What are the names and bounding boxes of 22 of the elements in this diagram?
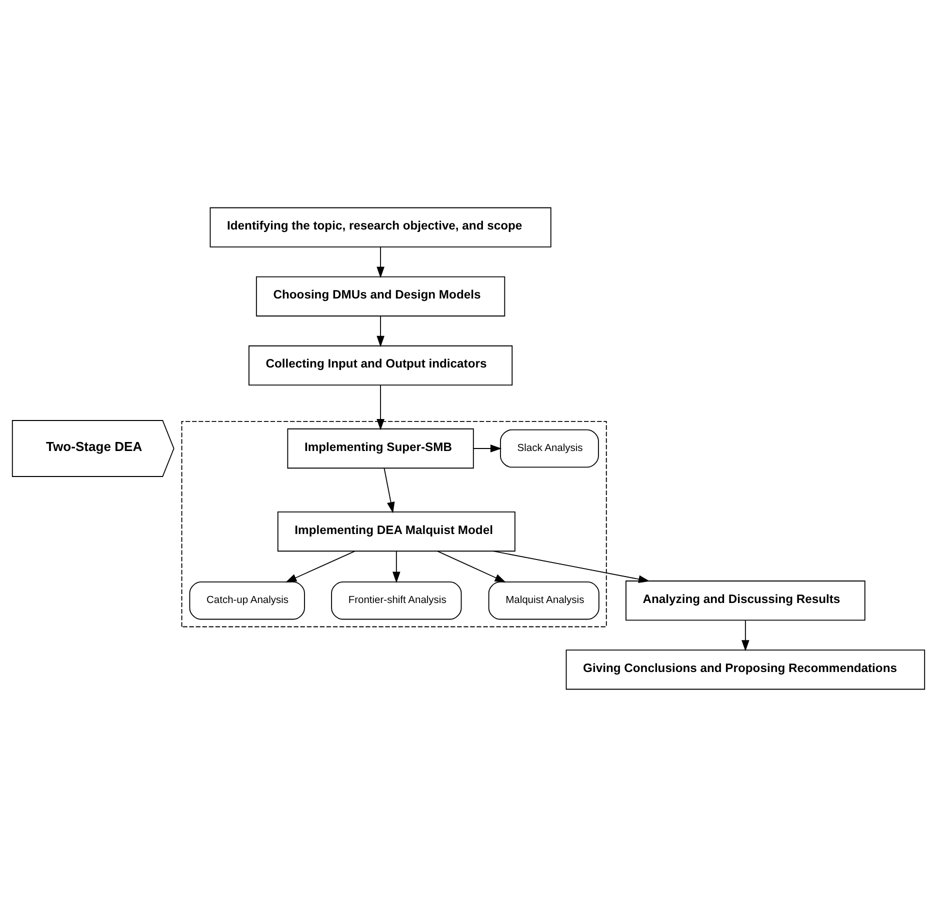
node-box: Malquist Analysis: [488, 581, 600, 620]
node-box: Slack Analysis: [500, 429, 599, 468]
node-box: Implementing DEA Malquist Model: [277, 512, 516, 552]
arrow: [376, 316, 384, 348]
arrow: [742, 620, 750, 652]
arrow: [392, 550, 400, 583]
arrow: [384, 468, 395, 514]
arrow: [437, 550, 506, 582]
arrow: [473, 444, 502, 452]
node-box: Frontier-shift Analysis: [331, 581, 462, 620]
arrow: [285, 550, 356, 582]
node-box: Identifying the topic, research objective, and scope: [210, 207, 552, 248]
arrow: [376, 384, 384, 430]
cluster: [181, 420, 607, 628]
node-box: Catch-up Analysis: [189, 581, 305, 620]
arrow: [376, 246, 384, 278]
node-box: Giving Conclusions and Proposing Recommendations: [566, 650, 926, 690]
node-box: Analyzing and Discussing Results: [626, 580, 866, 621]
node-box: Implementing Super-SMB: [287, 428, 474, 469]
node-box: Choosing DMUs and Design Models: [256, 276, 506, 316]
arrow: [493, 550, 650, 583]
node-box: Collecting Input and Output indicators: [248, 345, 513, 386]
